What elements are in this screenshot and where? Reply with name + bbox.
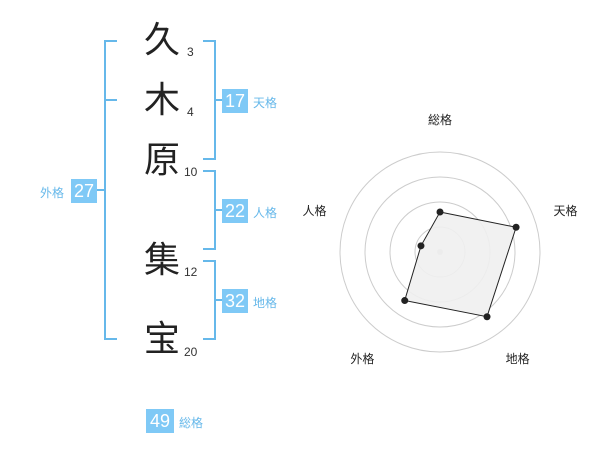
radar-polygon-layer xyxy=(404,211,517,318)
soukaku-score: 49 xyxy=(146,409,174,433)
stroke-count-3: 10 xyxy=(184,165,198,179)
name-char-2: 木 xyxy=(143,80,180,121)
jinkaku-bracket-tick xyxy=(214,209,222,211)
gaikaku-score: 27 xyxy=(71,179,97,203)
radar-axis-label-5: 人格 xyxy=(302,203,326,218)
radar-point-2 xyxy=(512,223,520,231)
radar-points xyxy=(401,208,520,321)
gaikaku-bracket-divider xyxy=(104,99,117,101)
radar-ring-4 xyxy=(339,151,541,353)
radar-axis-label-2: 天格 xyxy=(553,203,577,218)
stroke-count-1: 3 xyxy=(187,45,194,59)
gaikaku-bracket-tick xyxy=(97,189,105,191)
name-char-5: 宝 xyxy=(143,319,180,360)
radar-axis-label-1: 総格 xyxy=(428,112,452,127)
jinkaku-label: 人格 xyxy=(253,206,278,220)
radar-axis-label-3: 地格 xyxy=(506,351,530,366)
radar-axis-label-4: 外格 xyxy=(350,351,374,366)
chikaku-bracket-tick xyxy=(214,299,222,301)
radar-ring-3 xyxy=(364,176,516,328)
stroke-count-5: 20 xyxy=(184,345,198,359)
tenkaku-score: 17 xyxy=(222,89,248,113)
gaikaku-bracket xyxy=(104,40,117,340)
name-char-3: 原 xyxy=(143,140,180,181)
name-char-4: 集 xyxy=(143,240,180,281)
chikaku-label: 地格 xyxy=(253,296,278,310)
name-char-1: 久 xyxy=(143,20,180,61)
stroke-count-4: 12 xyxy=(184,265,198,279)
radar-point-1 xyxy=(436,208,444,216)
stroke-count-2: 4 xyxy=(187,105,194,119)
gaikaku-label: 外格 xyxy=(40,186,65,200)
soukaku-label: 総格 xyxy=(179,416,204,430)
radar-polygon xyxy=(404,211,517,318)
radar-point-3 xyxy=(483,313,491,321)
jinkaku-score: 22 xyxy=(222,199,248,223)
chikaku-score: 32 xyxy=(222,289,248,313)
tenkaku-label: 天格 xyxy=(253,96,278,110)
tenkaku-bracket-tick xyxy=(214,99,222,101)
radar-point-5 xyxy=(417,242,425,250)
radar-point-4 xyxy=(401,297,409,305)
